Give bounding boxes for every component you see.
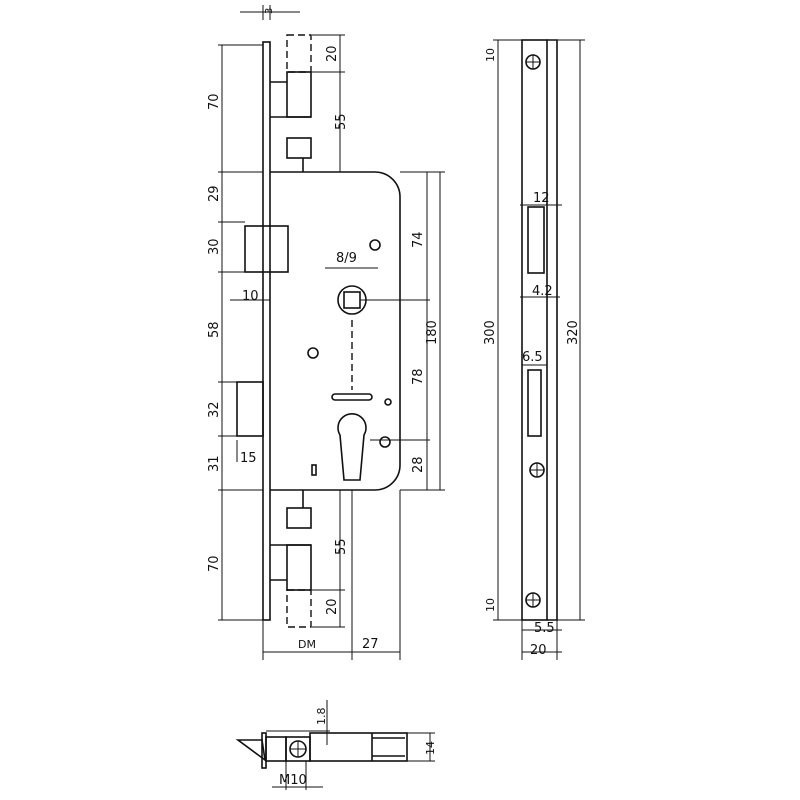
dim-70-bottom: 70 [207,555,222,572]
bottom-view: 1.8 14 M10 [235,700,437,790]
dim-m10: M10 [279,773,307,788]
spindle-square [343,291,361,309]
side-view [493,39,585,660]
dim-32: 32 [207,401,222,418]
dim-10-top: 10 [484,48,497,62]
dim-31: 31 [207,455,222,472]
dim-15: 15 [240,451,257,466]
dim-3: 3 [264,8,275,14]
dim-70-top: 70 [207,93,222,110]
dim-300: 300 [483,320,498,345]
front-view [218,5,445,660]
front-dimension-labels: 70 29 30 58 32 31 70 3 20 55 55 20 8/9 7… [207,8,440,652]
dim-5-5: 5.5 [534,621,555,636]
side-dimension-labels: 10 10 12 4.2 300 6.5 320 5.5 20 [483,48,581,658]
dim-78: 78 [411,368,426,385]
dim-28: 28 [411,456,426,473]
dim-74: 74 [411,231,426,248]
dim-180: 180 [425,320,440,345]
latch-slot [527,206,545,274]
bolt-slot [527,369,542,437]
dim-20-top: 20 [325,45,340,62]
dim-58: 58 [207,321,222,338]
lock-case [270,171,401,491]
dim-20-width: 20 [530,643,547,658]
dim-10-bottom: 10 [484,598,497,612]
faceplate [262,41,271,621]
dim-dm: DM [298,638,316,651]
dim-10-latch: 10 [242,289,259,304]
dim-4-2: 4.2 [532,284,553,299]
dim-6-5: 6.5 [522,350,543,365]
faceplate-front [521,39,548,621]
cylinder-hole [337,413,367,481]
dim-30: 30 [207,238,222,255]
latch [244,225,289,273]
dim-320: 320 [566,320,581,345]
dim-29: 29 [207,185,222,202]
deadbolt [236,381,264,437]
dim-27: 27 [362,637,379,652]
dim-14: 14 [424,741,437,755]
dim-55-bottom: 55 [334,538,349,555]
dim-20-bottom: 20 [325,598,340,615]
dim-spindle: 8/9 [336,251,357,266]
dim-12: 12 [533,191,550,206]
dim-1-8: 1.8 [315,708,328,726]
dim-55-top: 55 [334,113,349,130]
